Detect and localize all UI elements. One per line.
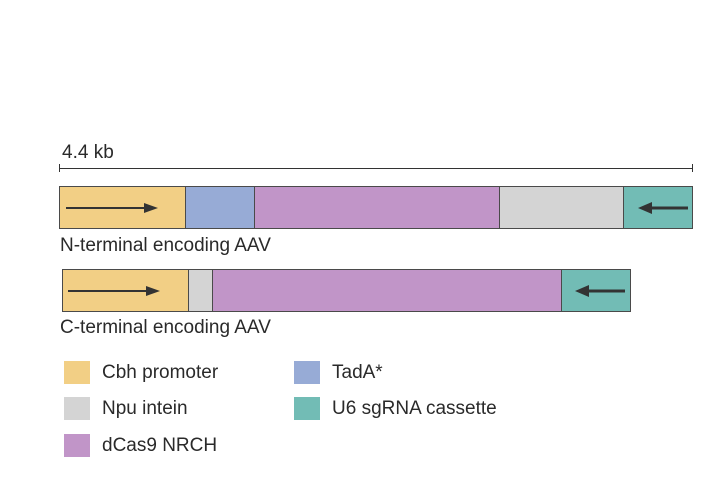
c-npu-intein-segment (187, 269, 214, 312)
c-dcas9-segment (212, 269, 562, 312)
n-terminal-construct (59, 186, 693, 229)
n-cbh-promoter-segment (59, 186, 186, 229)
c-terminal-label: C-terminal encoding AAV (60, 317, 271, 338)
scale-bar-tick-left (59, 164, 60, 172)
n-npu-intein-segment (498, 186, 625, 229)
n-dcas9-segment (254, 186, 500, 229)
legend-label: Npu intein (102, 397, 188, 419)
c-u6-cassette-segment (560, 269, 631, 312)
npu-intein-swatch (64, 397, 90, 420)
legend-item-tada: TadA* (294, 361, 383, 384)
tada-swatch (294, 361, 320, 384)
legend-label: Cbh promoter (102, 361, 219, 383)
dcas9-nrch-swatch (64, 434, 90, 457)
reverse-arrow-icon (638, 201, 688, 214)
n-u6-cassette-segment (623, 186, 693, 229)
u6-cassette-swatch (294, 397, 320, 420)
legend-label: dCas9 NRCH (102, 434, 218, 456)
legend-item-npu-intein: Npu intein (64, 397, 188, 420)
scale-label: 4.4 kb (62, 142, 114, 163)
legend-item-dcas9-nrch: dCas9 NRCH (64, 434, 217, 457)
cbh-promoter-swatch (64, 361, 90, 384)
c-terminal-construct (62, 269, 631, 312)
legend-label: U6 sgRNA cassette (332, 397, 497, 419)
n-terminal-label: N-terminal encoding AAV (60, 235, 271, 256)
reverse-arrow-icon (574, 284, 625, 297)
legend-label: TadA* (332, 361, 383, 383)
forward-arrow-icon (68, 285, 160, 296)
c-cbh-promoter-segment (62, 269, 189, 312)
n-tada-segment (184, 186, 256, 229)
scale-bar-tick-right (692, 164, 693, 172)
legend-item-cbh-promoter: Cbh promoter (64, 361, 218, 384)
forward-arrow-icon (66, 202, 158, 213)
scale-bar-line (59, 168, 693, 169)
legend-item-u6-cassette: U6 sgRNA cassette (294, 397, 497, 420)
